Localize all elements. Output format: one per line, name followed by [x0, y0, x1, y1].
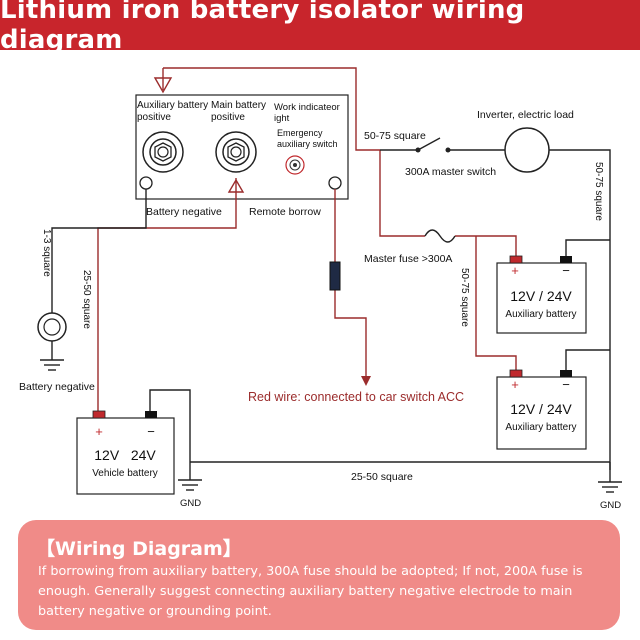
note-body: If borrowing from auxiliary battery, 300…	[38, 564, 583, 619]
vehicle-name-label: Vehicle battery	[92, 468, 158, 479]
red-wires	[97, 67, 517, 412]
black-wires	[51, 149, 611, 482]
top-gauge-label: 50-75 square	[364, 130, 426, 142]
inverter-load-icon	[504, 127, 550, 173]
acc-arrow	[361, 376, 371, 386]
emergency-switch-icon	[285, 155, 305, 175]
aux2-voltage-label: 12V / 24V	[510, 401, 572, 417]
page-title: Lithium iron battery isolator wiring dia…	[0, 0, 525, 55]
aux1-minus-label: −	[562, 263, 570, 278]
acc-wire-lower	[334, 290, 367, 378]
aux2-negative-wire	[565, 349, 610, 372]
vehicle-plus-label: +	[95, 424, 103, 439]
main-positive-wire	[97, 178, 237, 412]
vehicle-negative-wire	[149, 389, 191, 480]
aux-positive-label: Auxiliary battery	[137, 100, 208, 111]
battery-isolator: Auxiliary battery positive Main battery …	[135, 94, 349, 218]
note-title: 【Wiring Diagram】	[36, 538, 242, 560]
main-positive-arrow	[227, 178, 245, 193]
work-indicator-label-2: ight	[274, 113, 290, 124]
ground-symbol-left-icon	[40, 359, 64, 371]
emergency-switch-label: Emergency	[277, 128, 323, 138]
work-indicator-label: Work indicateor	[274, 102, 340, 113]
red-wire-label: Red wire: connected to car switch ACC	[248, 390, 464, 404]
emergency-switch-label-2: auxiliary switch	[277, 139, 338, 149]
remote-borrow-label: Remote borrow	[249, 206, 321, 218]
gnd-right-icon	[598, 481, 622, 493]
acc-fuse-icon	[329, 261, 341, 291]
negative-ground-lamp-icon	[37, 312, 67, 342]
battery-negative-label: Battery negative	[146, 206, 222, 218]
aux2-minus-label: −	[562, 377, 570, 392]
gauge-50-75-mid-label: 50-75 square	[459, 268, 470, 327]
vehicle-minus-label: −	[147, 424, 155, 439]
aux-positive-label-2: positive	[137, 112, 171, 123]
aux1-name-label: Auxiliary battery	[505, 309, 576, 320]
gnd-right-label: GND	[600, 500, 621, 510]
master-fuse-icon	[424, 229, 456, 243]
battery-negative-ground-label: Battery negative	[19, 381, 95, 393]
aux1-to-aux2-wire	[475, 236, 517, 372]
bottom-gauge-label: 25-50 square	[351, 471, 413, 483]
master-fuse-label: Master fuse >300A	[364, 253, 452, 265]
master-switch-icon	[380, 137, 451, 153]
gauge-1-3-label: 1-3 square	[41, 229, 52, 277]
remote-borrow-terminal	[328, 176, 342, 190]
main-positive-label-2: positive	[211, 112, 245, 123]
wiring-note-panel: 【Wiring Diagram】 If borrowing from auxil…	[18, 520, 620, 630]
master-switch-label: 300A master switch	[405, 166, 496, 178]
gnd-left-icon	[178, 479, 202, 491]
switch-to-fuse-wire	[379, 150, 425, 237]
vehicle-voltage-label: 12V 24V	[94, 447, 156, 463]
auxiliary-battery-2: + − 12V / 24V Auxiliary battery	[496, 369, 587, 450]
aux-positive-wire	[163, 67, 380, 151]
wiring-diagram: Auxiliary battery positive Main battery …	[19, 67, 622, 510]
aux1-negative-wire	[565, 239, 610, 258]
aux2-plus-label: +	[511, 377, 519, 392]
inverter-return-wire	[549, 149, 611, 470]
title-banner: Lithium iron battery isolator wiring dia…	[0, 0, 640, 55]
gnd-left-label: GND	[180, 498, 201, 509]
inverter-label: Inverter, electric load	[477, 109, 574, 121]
aux2-name-label: Auxiliary battery	[505, 422, 576, 433]
gauge-25-50-left-label: 25-50 square	[81, 270, 92, 329]
vehicle-battery: + − 12V 24V Vehicle battery	[76, 410, 175, 495]
battery-negative-terminal	[139, 176, 153, 190]
aux1-voltage-label: 12V / 24V	[510, 288, 572, 304]
aux-positive-stud	[142, 131, 184, 173]
negative-to-ground-wire	[51, 189, 147, 313]
fuse-to-aux1-wire	[455, 235, 517, 258]
main-positive-label: Main battery	[211, 100, 266, 111]
gauge-50-75-right-label: 50-75 square	[593, 162, 604, 221]
auxiliary-battery-1: + − 12V / 24V Auxiliary battery	[496, 255, 587, 334]
main-positive-stud	[215, 131, 257, 173]
aux1-plus-label: +	[511, 263, 519, 278]
